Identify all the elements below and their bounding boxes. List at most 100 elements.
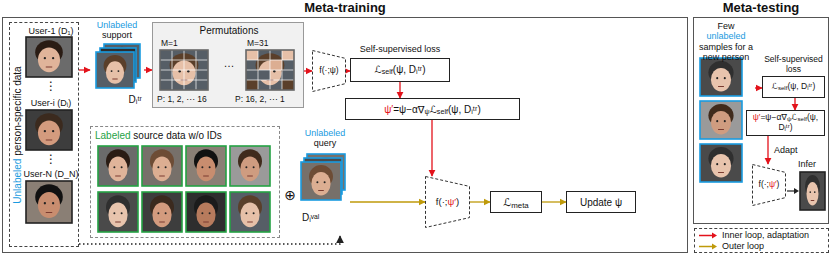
text-run: M=31 (247, 38, 269, 48)
text-run: ⋮ (45, 152, 57, 166)
eye (52, 130, 54, 132)
face-skin (807, 182, 819, 206)
photo-frame (230, 192, 270, 232)
mouth (46, 140, 52, 141)
eye (121, 166, 123, 168)
sample-set: Few unlabeled samples for a new person (697, 21, 755, 186)
mouth (46, 212, 52, 213)
node-text: ψ′=ψ−α∇ψℒself(ψ, Dᵢᵗʳ) (747, 111, 824, 135)
shuffled-patch (258, 70, 270, 80)
text-run: Self-supervised loss (360, 44, 441, 54)
node-text: f(·;ψ′) (425, 197, 470, 208)
legend-row: Outer loop (698, 241, 825, 252)
eye (253, 212, 255, 214)
eye (273, 70, 275, 72)
text-run: self (797, 115, 807, 122)
face-photo (26, 37, 72, 77)
node-text: P: 16, 2, ⋯ 1 (235, 95, 303, 105)
photo-frame (301, 162, 341, 200)
eye (724, 120, 726, 122)
text-run: samples for a new person (699, 42, 753, 62)
node-text: Dᵢᵛᵃˡ (302, 212, 326, 224)
face-photo (700, 101, 742, 139)
flow-arrow (431, 120, 432, 176)
text-run: Few (717, 21, 734, 31)
mouth (247, 222, 253, 223)
face-photo (186, 146, 226, 186)
node-text: Self-supervised loss (762, 54, 825, 74)
eye (253, 166, 255, 168)
eye (245, 212, 247, 214)
shuffled-patch (246, 50, 258, 60)
face-skin (152, 202, 171, 227)
photo-frame (160, 50, 208, 90)
mouth (115, 222, 121, 223)
annotation-label: ⊕ (281, 187, 299, 203)
face-photo (26, 181, 72, 223)
photo-ground (142, 192, 182, 232)
shuffled-patch (282, 50, 294, 60)
face-skin (240, 156, 259, 181)
legend-swatch (698, 242, 718, 251)
patch-grid (282, 50, 283, 90)
text-run: Unlabeled (305, 128, 346, 138)
eye (157, 212, 159, 214)
eye (117, 70, 119, 72)
text-run: User-1 (D₁) (28, 26, 73, 36)
eye (724, 163, 726, 165)
eye (245, 166, 247, 168)
node-text: … (211, 57, 247, 70)
face-skin (711, 111, 731, 135)
photo-ground (800, 172, 825, 210)
text-run: Update ψ (580, 197, 622, 208)
text-run: f(·; (436, 196, 448, 207)
eye (716, 77, 718, 79)
text-run: Unlabeled (97, 20, 138, 30)
node-text: Few unlabeled samples for a new person (697, 21, 755, 62)
text-run: query (314, 138, 337, 148)
trapezoid-shape (426, 177, 470, 228)
loss-box: Self-supervised lossℒself(ψ, Dᵢᵗʳ) (350, 44, 450, 82)
mouth (115, 176, 121, 177)
text-run: ) (456, 196, 459, 207)
swatch-line (699, 235, 713, 237)
photo-ground (700, 144, 742, 182)
eye (44, 57, 46, 59)
node-text: f(·;ψ′) (752, 180, 786, 190)
photo-ground (142, 146, 182, 186)
photo-ground (230, 146, 270, 186)
photo-frame (98, 192, 138, 232)
photo-frame (26, 181, 72, 223)
face-skin (711, 68, 731, 92)
mouth (247, 176, 253, 177)
photo-frame (700, 101, 742, 139)
node-text: Meta-training (2, 1, 688, 16)
text-run: person-specific data (12, 66, 23, 158)
face-skin (311, 172, 330, 196)
text-run: =ψ−α∇ (393, 104, 424, 115)
photo-ground (186, 146, 226, 186)
text-run: ) (777, 179, 780, 189)
eye (157, 166, 159, 168)
face-skin (240, 202, 259, 227)
adaptation-box: ψ′=ψ−α∇ψℒself(ψ, Dᵢᵗʳ) (345, 98, 520, 120)
text-run: Labeled (95, 130, 131, 141)
eye (814, 191, 816, 193)
eye (178, 70, 180, 72)
face-photo (96, 52, 134, 88)
node-text: User-i (Dᵢ) (23, 98, 79, 108)
node-text: Unlabeled query (300, 128, 350, 149)
photo-ground (98, 192, 138, 232)
photo-ground (96, 52, 134, 88)
text-run: Dᵢᵗʳ (129, 94, 142, 105)
loss-box: Self-supervised lossℒself(ψ, Dᵢᵗʳ) (762, 54, 825, 98)
face-skin (106, 61, 124, 83)
shuffled-patch (246, 80, 258, 90)
photo-frame (186, 146, 226, 186)
face-skin (152, 156, 171, 181)
photo-frame (186, 192, 226, 232)
eye (187, 70, 189, 72)
node-text: ℒmeta (491, 196, 541, 210)
photo-ground (26, 181, 72, 223)
legend-text: Outer loop (722, 241, 764, 251)
